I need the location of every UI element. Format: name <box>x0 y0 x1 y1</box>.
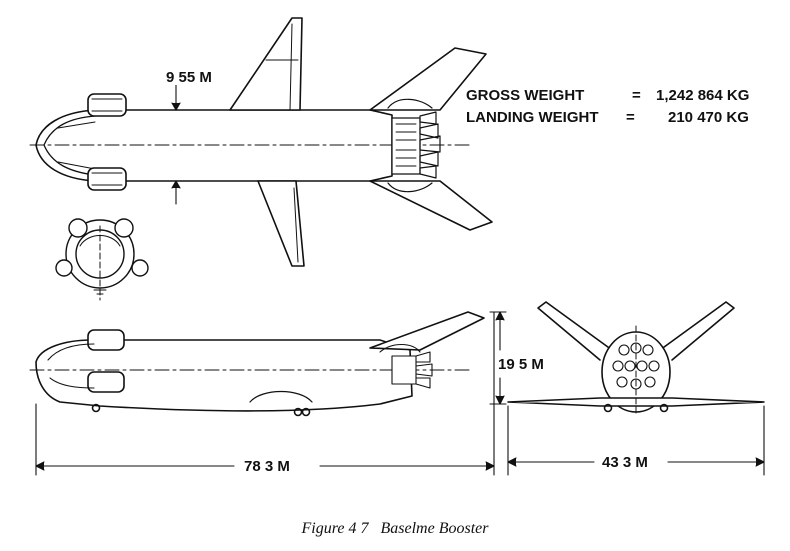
gross-weight-value: 1,242 864 KG <box>656 87 750 104</box>
plan-engine-pods <box>87 93 127 191</box>
plan-tail-lower <box>369 180 493 231</box>
height-label: 19 5 M <box>498 356 544 373</box>
plan-wing-upper <box>229 17 303 111</box>
side-fuselage <box>35 339 413 412</box>
span-label: 43 3 M <box>602 454 648 471</box>
figure-caption: Figure 4 7 Baselme Booster <box>301 520 489 537</box>
side-dimensions <box>35 311 507 476</box>
length-label: 78 3 M <box>244 458 290 475</box>
rear-nozzles <box>612 342 660 390</box>
rear-dimensions <box>507 405 765 476</box>
front-view <box>55 218 149 301</box>
plan-view <box>29 17 493 267</box>
rear-view <box>507 301 765 417</box>
landing-weight-value: 210 470 KG <box>668 109 749 126</box>
landing-weight-label: LANDING WEIGHT <box>466 109 599 126</box>
side-tail-fin <box>369 311 485 351</box>
gross-weight-label: GROSS WEIGHT <box>466 87 585 104</box>
plan-wing-lower <box>257 180 305 267</box>
rear-fin-left <box>537 301 613 361</box>
gross-weight-eq: = <box>632 87 641 104</box>
landing-weight-eq: = <box>626 109 635 126</box>
plan-width-dimension <box>171 84 181 205</box>
rear-fin-right <box>659 301 735 361</box>
side-view <box>29 311 485 417</box>
fuselage-width-label: 9 55 M <box>166 69 212 86</box>
plan-rocket-nozzles <box>391 111 441 179</box>
plan-tail-upper <box>369 47 487 111</box>
